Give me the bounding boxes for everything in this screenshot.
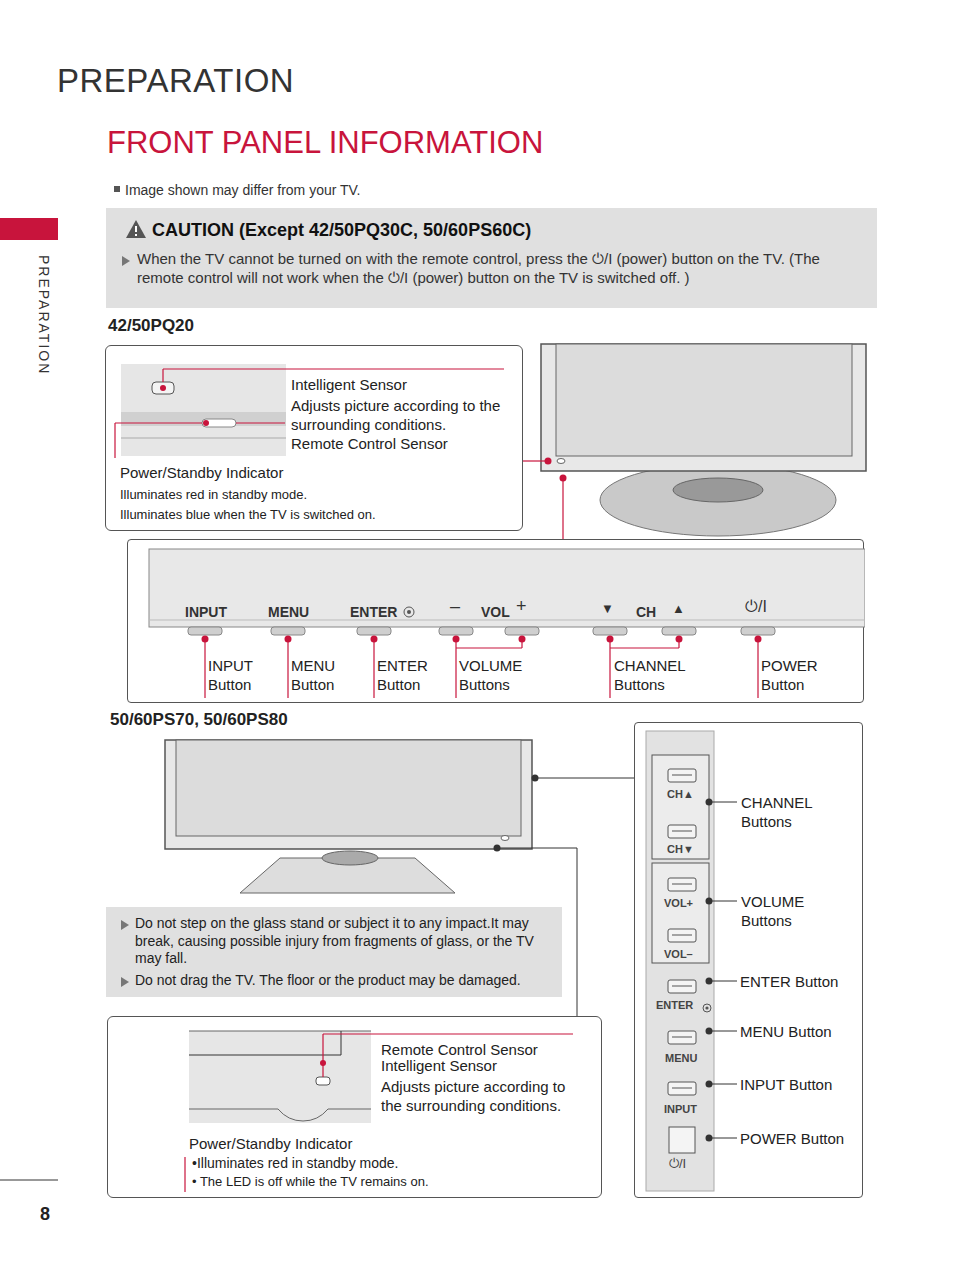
button-label: VOLUME Buttons [459,657,533,695]
panel-box: CAUTION (Except 42/50PQ30C, 50/60PS60C) W… [106,208,877,308]
callout-title: Remote Control Sensor [381,1041,538,1060]
button-label: POWER Button [740,1130,844,1149]
callout-text: Adjusts picture according to the surroun… [381,1078,586,1116]
tv-top [541,344,866,536]
panel-box: INPUT MENU ENTER – VOL + ▼ CH ▲ ⏻/I INPUT Button ME… [127,539,864,703]
callout-text: Adjusts picture according to the surroun… [291,397,519,435]
panel-print: CH▲ [667,788,694,802]
callout-title: Intelligent Sensor [291,376,407,395]
panel-print: MENU [268,604,309,622]
model-heading: 50/60PS70, 50/60PS80 [110,709,288,730]
caution-heading: CAUTION (Except 42/50PQ30C, 50/60PS60C) [152,219,531,242]
callout-title: Power/Standby Indicator [120,464,283,483]
section-header: PREPARATION [57,60,294,101]
button-label: INPUT Button [208,657,266,695]
panel-print: + [516,595,527,618]
callout-text: •Illuminates red in standby mode. [192,1155,398,1173]
warning-text: Do not step on the glass stand or subjec… [135,915,553,968]
panel-print: INPUT [664,1103,697,1117]
callout-text: Illuminates blue when the TV is switched… [120,507,376,523]
panel-box: Intelligent SensorAdjusts picture accord… [105,345,523,531]
button-label: CHANNEL Buttons [614,657,696,695]
panel-print: CH▼ [667,843,694,857]
page-title: FRONT PANEL INFORMATION [107,124,543,163]
button-label: CHANNEL Buttons [741,794,831,832]
tv-bottom [165,740,532,893]
callout-text: • The LED is off while the TV remains on… [192,1174,429,1190]
section-tab [0,218,58,240]
callout-title: Power/Standby Indicator [189,1135,352,1154]
button-label: ENTER Button [377,657,437,695]
panel-print: ⏻/I [669,1156,686,1172]
model-heading: 42/50PQ20 [108,315,194,336]
side-tab: PREPARATION [35,255,53,375]
panel-box: CH▲ CH▼ VOL+ VOL– ENTER MENU INPUT ⏻/I CHANNEL B… [634,722,863,1198]
button-label: ENTER Button [740,973,838,992]
button-label: INPUT Button [740,1076,832,1095]
note-text: Image shown may differ from your TV. [125,182,361,200]
panel-print: ENTER [656,999,693,1013]
bullet [114,186,120,192]
rule [0,1180,58,1181]
callout-title: Intelligent Sensor [381,1057,497,1076]
panel-print: ▼ [601,601,614,617]
panel-print: INPUT [185,604,227,622]
caution-text: When the TV cannot be turned on with the… [137,250,857,288]
page-number: 8 [40,1203,50,1226]
panel-print: CH [636,604,656,622]
button-label: POWER Button [761,657,827,695]
panel-print: MENU [665,1052,697,1066]
button-label: VOLUME Buttons [741,893,831,931]
panel-print: VOL– [664,948,693,962]
button-label: MENU Button [740,1023,832,1042]
panel-print: VOL+ [664,897,693,911]
panel-print: VOL [481,604,510,622]
panel-box: Do not step on the glass stand or subjec… [106,907,562,997]
callout-title: Remote Control Sensor [291,435,448,454]
callout-text: Illuminates red in standby mode. [120,487,307,503]
panel-box: Remote Control SensorIntelligent SensorA… [107,1016,602,1198]
button-label: MENU Button [291,657,349,695]
panel-print: ENTER [350,604,397,622]
panel-print: ⏻/I [745,597,767,617]
panel-print: – [450,595,460,618]
panel-print: ▲ [672,601,685,617]
warning-text: Do not drag the TV. The floor or the pro… [135,972,557,990]
